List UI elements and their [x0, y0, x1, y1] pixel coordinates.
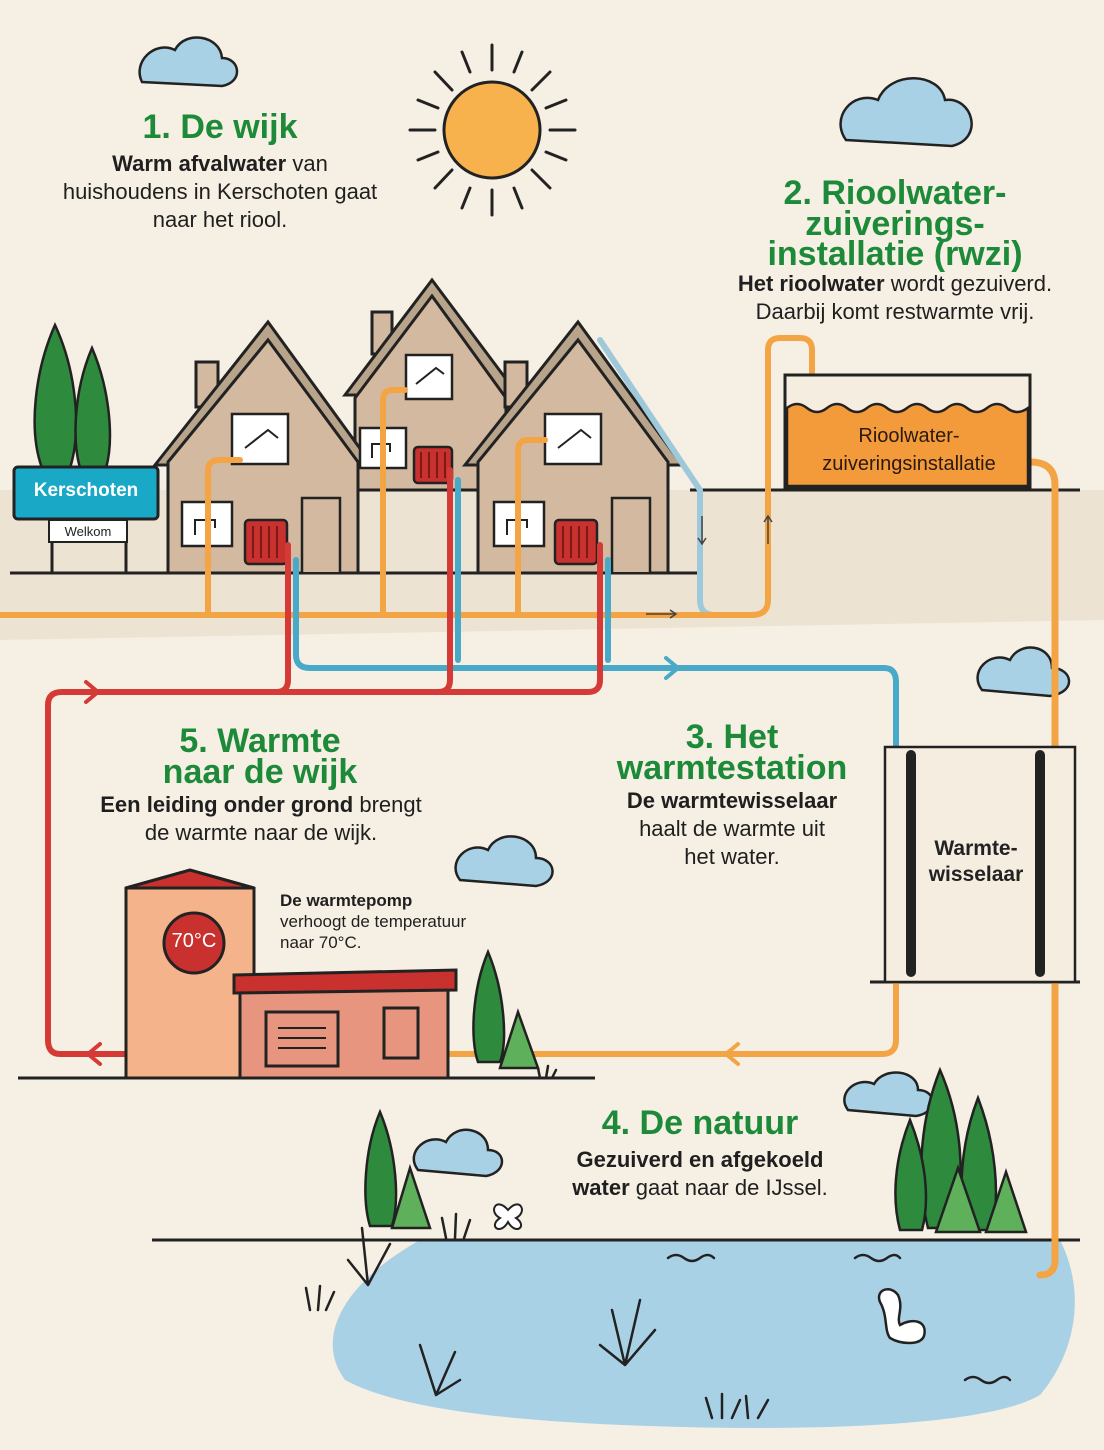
step1-text: Warm afvalwater van huishoudens in Kersc… [50, 150, 390, 234]
reed-icon [418, 1343, 462, 1397]
wave-icon [963, 1375, 1012, 1385]
wave-icon [666, 1253, 716, 1263]
step4-text-bold2: water [572, 1175, 630, 1200]
step2-title-line2: zuiverings- [805, 204, 985, 243]
cloud-icon [839, 77, 973, 148]
heat-pump-building [124, 868, 458, 1080]
step2-text-line2: Daarbij komt restwarmte vrij. [755, 299, 1035, 324]
grass-icon [440, 1212, 472, 1240]
step5-text-line2: de warmte naar de wijk. [144, 820, 378, 845]
town-sign [12, 465, 160, 573]
arrow-icon [664, 656, 680, 680]
heat-pump-note-line3: naar 70°C. [280, 933, 362, 952]
grass-icon [704, 1392, 770, 1420]
shower-icon [230, 412, 290, 466]
step4-text: Gezuiverd en afgekoeld water gaat naar d… [530, 1146, 870, 1202]
step1-title: 1. De wijk [142, 108, 298, 146]
sun-icon [408, 43, 577, 217]
arrow-icon [86, 1042, 102, 1066]
rwzi-label: Rioolwater- zuiveringsinstallatie [790, 422, 1028, 478]
grass-icon [536, 1064, 558, 1080]
step2-title-line3: installatie (rwzi) [767, 235, 1023, 274]
tree-icon [498, 1008, 540, 1070]
heat-exchanger [883, 745, 1077, 984]
step2-title: 2. Rioolwater- zuiverings- installatie (… [700, 174, 1090, 274]
rwzi-label-line2: zuiveringsinstallatie [822, 453, 996, 475]
step3-title-line1: 3. Het [685, 718, 779, 756]
step2-title-line1: 2. Rioolwater- [783, 174, 1007, 212]
step1-text-rest: van huishoudens in Kerschoten gaat naar … [62, 151, 378, 232]
step2-text-bold: Het rioolwater [737, 271, 885, 296]
tree-icon [934, 1164, 982, 1234]
butterfly-icon [493, 1203, 523, 1230]
rwzi-tank [783, 373, 1032, 490]
tree-icon [984, 1168, 1028, 1234]
duck-icon [877, 1287, 926, 1345]
shower-icon [543, 412, 603, 466]
flow-arrow-icon [697, 516, 707, 546]
tree-icon [472, 948, 506, 1064]
step5-title-line2: naar de wijk [162, 752, 358, 791]
reed-icon [598, 1298, 657, 1367]
radiator-icon [412, 445, 454, 485]
step5-text-bold: Een leiding onder grond [100, 792, 354, 817]
door [610, 496, 652, 572]
cloud-icon [138, 36, 239, 88]
wave-icon [853, 1253, 902, 1263]
door [300, 496, 342, 572]
cloud-icon [412, 1128, 504, 1178]
wastewater-pipe [0, 335, 815, 618]
step4-text-bold1: Gezuiverd en afgekoeld [576, 1147, 824, 1172]
shower-icon [404, 353, 454, 401]
town-sign-welcome: Welkom [64, 524, 112, 539]
step5-text: Een leiding onder grond brengt de warmte… [66, 791, 456, 847]
arrow-icon [84, 680, 100, 704]
step5-text-rest: brengt [353, 792, 422, 817]
exchanger-label: Warmte- wisselaar [916, 836, 1036, 888]
temperature-badge: 70°C [171, 930, 217, 952]
exchanger-label-line2: wisselaar [928, 863, 1024, 886]
step4-title: 4. De natuur [601, 1104, 799, 1142]
reed-icon [346, 1226, 392, 1287]
rwzi-label-line1: Rioolwater- [858, 425, 960, 447]
arrow-icon [724, 1042, 740, 1066]
step5-title-line1: 5. Warmte [179, 722, 341, 760]
step2-text-rest: wordt gezuiverd. [884, 271, 1053, 296]
step3-text: De warmtewisselaar haalt de warmte uit h… [590, 787, 874, 871]
flow-arrow-icon [646, 609, 678, 619]
station-pipe [442, 757, 899, 1057]
step2-text: Het rioolwater wordt gezuiverd. Daarbij … [700, 270, 1090, 326]
step4-text-rest: gaat naar de IJssel. [629, 1175, 828, 1200]
tree-icon [74, 344, 112, 470]
step5-title: 5. Warmte naar de wijk [80, 722, 440, 791]
step1-text-bold: Warm afvalwater [112, 151, 287, 176]
radiator-icon [243, 518, 289, 566]
tree-icon [33, 321, 78, 470]
step3-text-line2: haalt de warmte uit [639, 816, 825, 841]
flow-arrow-icon [763, 514, 773, 544]
tree-icon [894, 1116, 928, 1232]
step3-text-bold: De warmtewisselaar [626, 788, 838, 813]
exchanger-label-line1: Warmte- [934, 837, 1018, 860]
heat-pump-note: De warmtepomp verhoogt de temperatuur na… [280, 890, 520, 953]
town-sign-name: Kerschoten [33, 480, 139, 501]
tree-icon [390, 1163, 432, 1230]
river [332, 1240, 1075, 1428]
cloud-icon [454, 835, 554, 888]
step3-title-line2: warmtestation [616, 748, 848, 787]
cloud-icon [976, 646, 1071, 698]
step3-title: 3. Het warmtestation [590, 718, 874, 787]
tree-icon [364, 1108, 398, 1228]
step3-text-line3: het water. [684, 844, 780, 869]
district-heating-pipe [45, 542, 603, 1057]
heat-pump-note-line2: verhoogt de temperatuur [280, 912, 467, 931]
heat-pump-note-bold: De warmtepomp [280, 891, 413, 910]
radiator-icon [553, 518, 599, 566]
grass-icon [304, 1284, 336, 1312]
